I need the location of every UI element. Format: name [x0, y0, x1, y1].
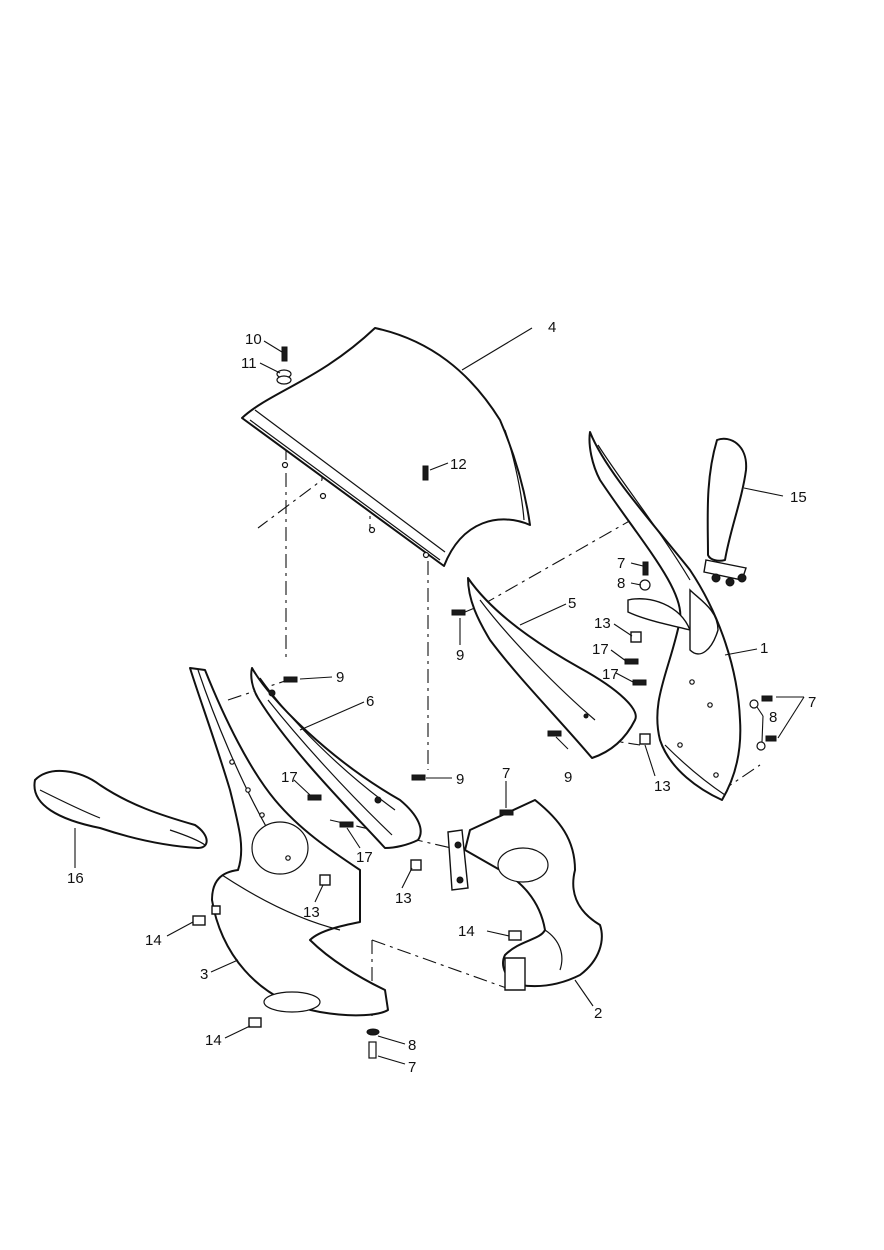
- fasteners: [192, 346, 777, 1059]
- callout-labels: 1 2 3 4 5 6 7 7 7 7 8 8 8 9 9 9 9 10 11 …: [67, 319, 816, 1076]
- callout-17-right: 17: [602, 666, 619, 683]
- callout-1: 1: [760, 640, 768, 657]
- callout-8-far-right: 8: [769, 709, 777, 726]
- callout-6: 6: [366, 693, 374, 710]
- callout-8-bottom: 8: [408, 1037, 416, 1054]
- right-fairing-panel: [588, 431, 742, 801]
- leader-lines: [74, 327, 805, 1065]
- callout-17-center: 17: [356, 849, 373, 866]
- callout-16: 16: [67, 870, 84, 887]
- callout-14-left: 14: [145, 932, 162, 949]
- inner-panel-left: [250, 667, 422, 849]
- callout-13-upper-right: 13: [594, 615, 611, 632]
- callout-10: 10: [245, 331, 262, 348]
- callout-7-middle: 7: [502, 765, 510, 782]
- callout-4: 4: [548, 319, 556, 336]
- callout-9-right: 9: [564, 769, 572, 786]
- windscreen: [241, 327, 531, 567]
- callout-2: 2: [594, 1005, 602, 1022]
- callout-9-center-bottom: 9: [456, 771, 464, 788]
- callout-17-upper-right: 17: [592, 641, 609, 658]
- left-fairing-body: [189, 667, 389, 1017]
- inner-panel-right: [467, 577, 637, 759]
- callout-9-center-top: 9: [456, 647, 464, 664]
- callout-14-center: 14: [458, 923, 475, 940]
- lower-duct-bracket: [447, 799, 603, 991]
- callout-9-left: 9: [336, 669, 344, 686]
- callout-12: 12: [450, 456, 467, 473]
- callout-5: 5: [568, 595, 576, 612]
- callout-13-right: 13: [654, 778, 671, 795]
- right-mirror: [703, 437, 748, 587]
- left-mirror: [33, 769, 208, 849]
- callout-3: 3: [200, 966, 208, 983]
- callout-7-far-right: 7: [808, 694, 816, 711]
- callout-13-center: 13: [395, 890, 412, 907]
- callout-8-upper-right: 8: [617, 575, 625, 592]
- callout-15: 15: [790, 489, 807, 506]
- callout-14-bottom: 14: [205, 1032, 222, 1049]
- callout-7-upper-right: 7: [617, 555, 625, 572]
- callout-13-left: 13: [303, 904, 320, 921]
- callout-7-bottom: 7: [408, 1059, 416, 1076]
- callout-17-left: 17: [281, 769, 298, 786]
- callout-11: 11: [241, 355, 257, 372]
